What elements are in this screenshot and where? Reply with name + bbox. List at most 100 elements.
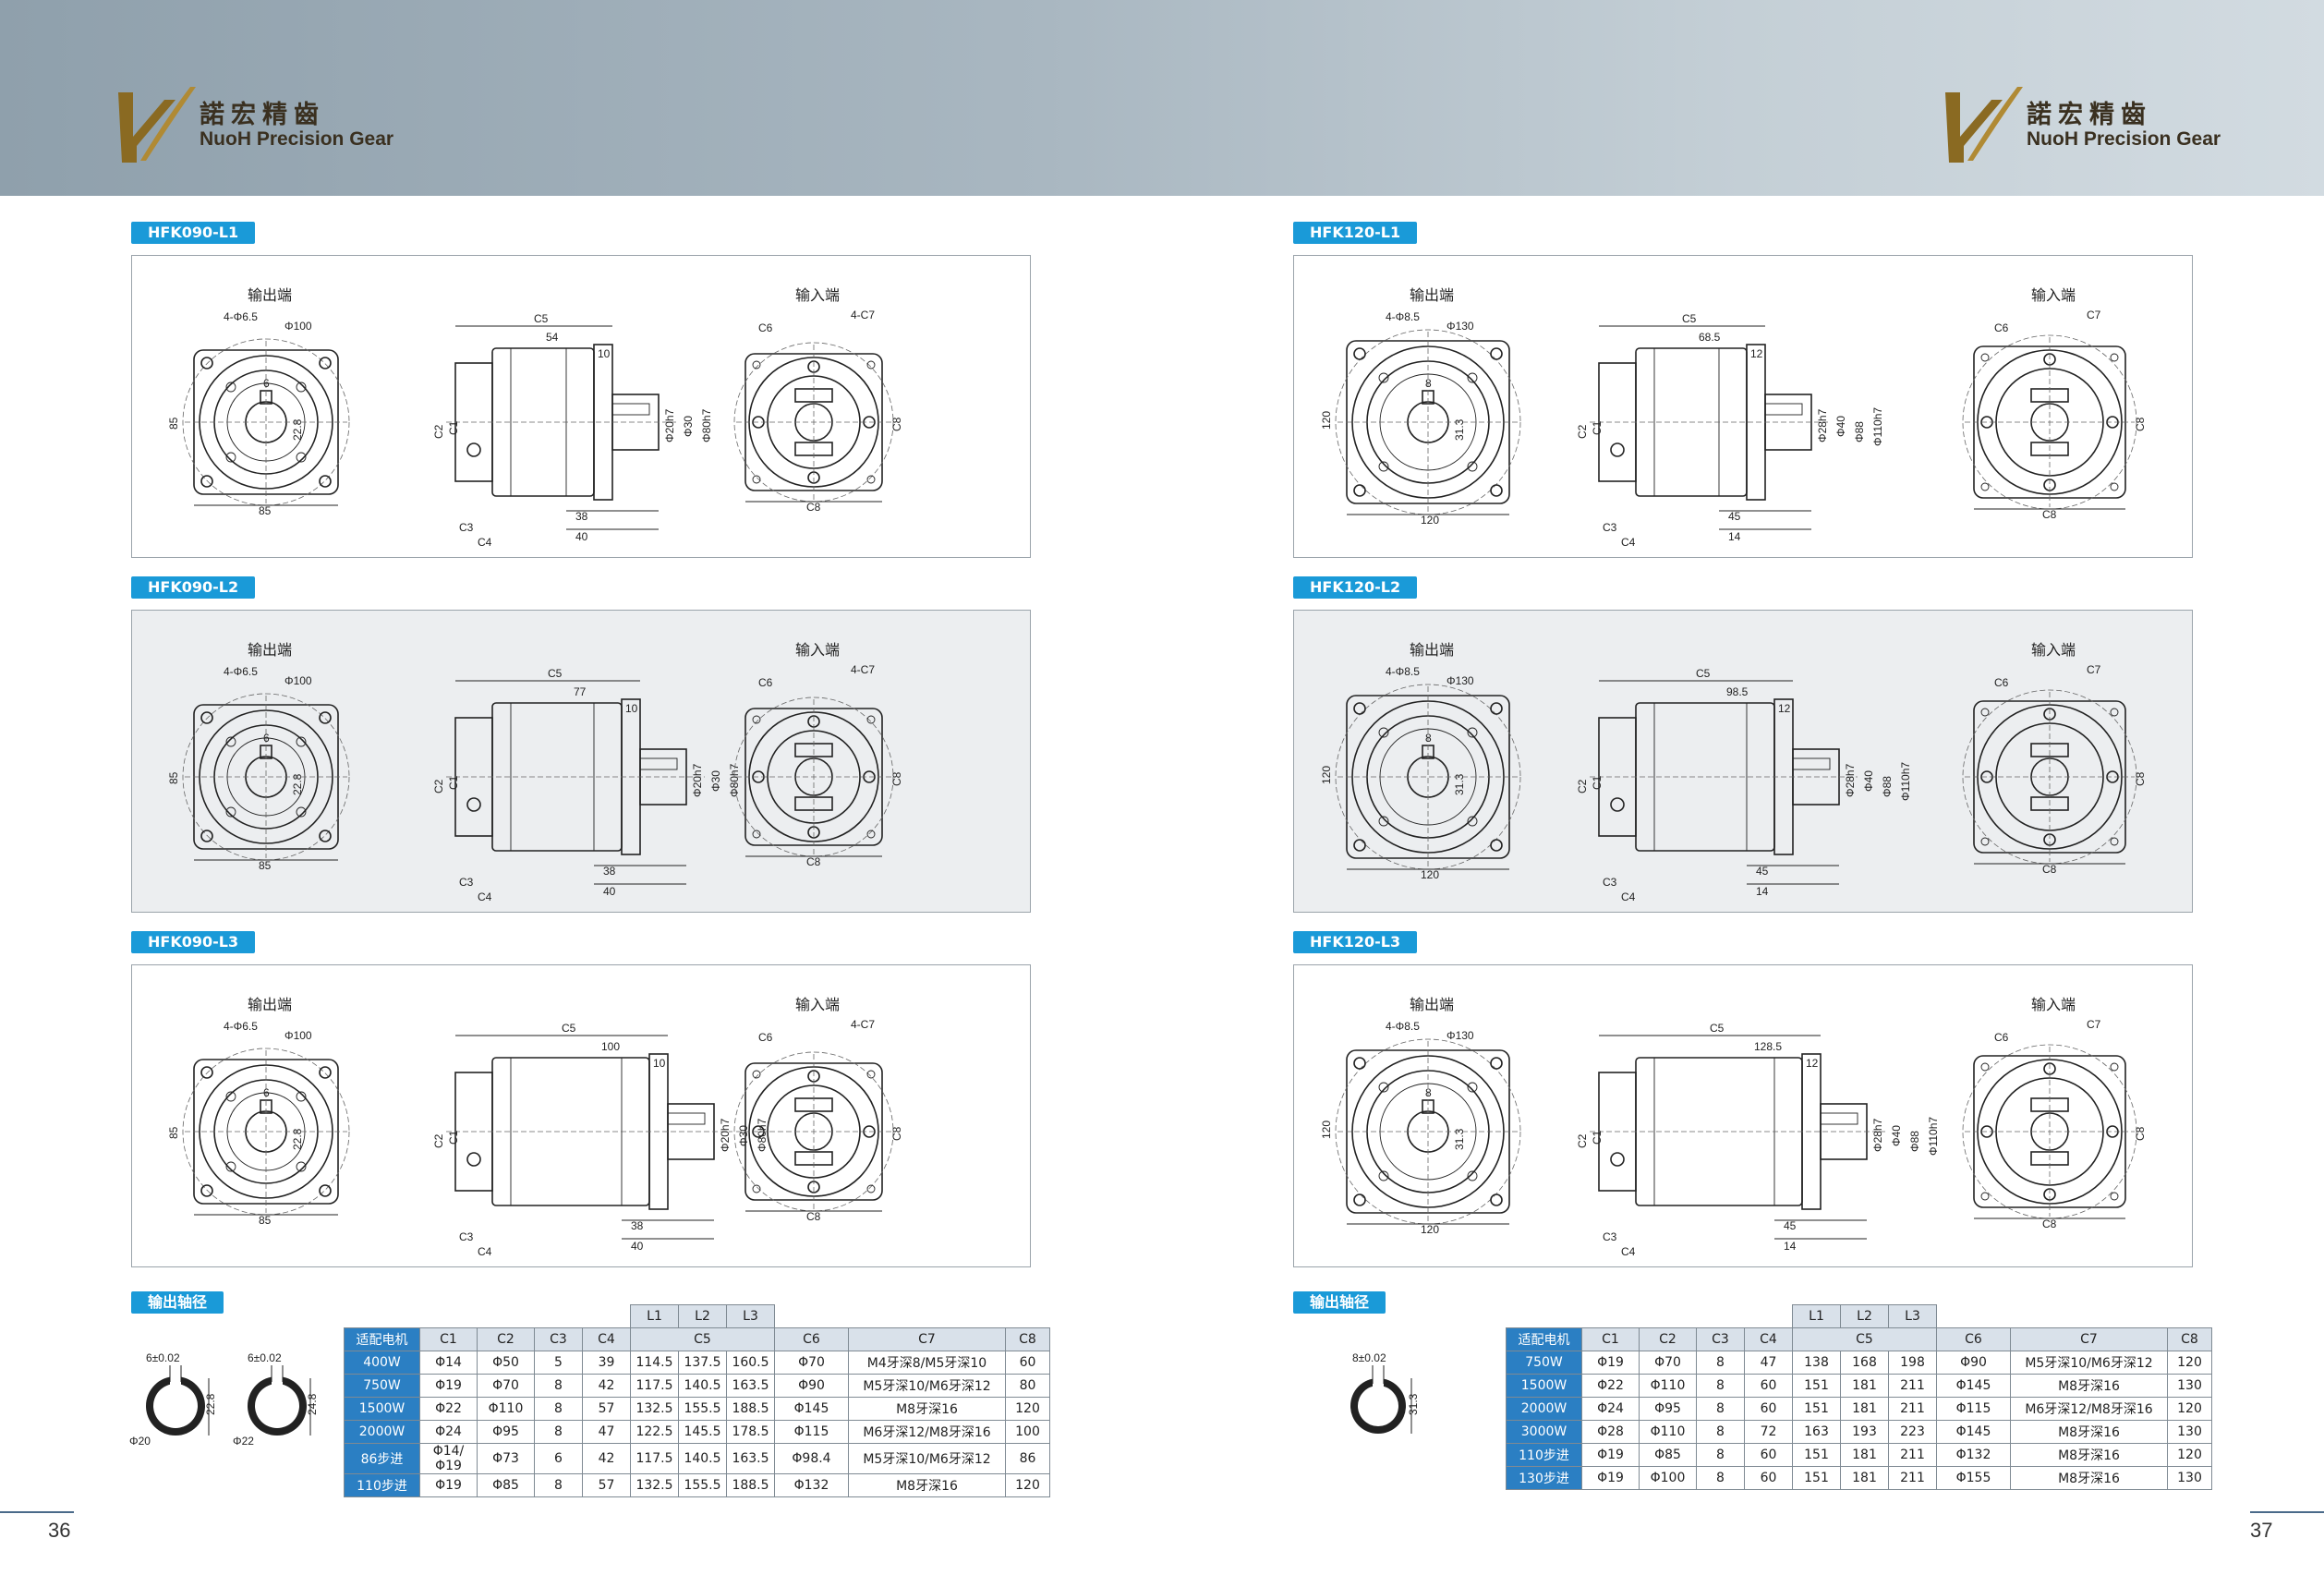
length-b: 10 bbox=[625, 702, 638, 715]
table-cell: 8 bbox=[534, 1397, 583, 1421]
shaft-od: Φ28h7 bbox=[1871, 1118, 1884, 1152]
table-cell: Φ132 bbox=[1936, 1443, 2011, 1467]
table-cell: 120 bbox=[2167, 1351, 2212, 1375]
key-height: 22.8 bbox=[291, 418, 304, 441]
column-header: C7 bbox=[2010, 1327, 2168, 1351]
key-width: 8 bbox=[1425, 1086, 1432, 1099]
table-cell: 151 bbox=[1792, 1397, 1841, 1421]
column-header: C5 bbox=[630, 1327, 775, 1351]
input-end-view bbox=[1962, 689, 2137, 865]
length-d: 40 bbox=[631, 1240, 644, 1253]
square-size-v: 85 bbox=[167, 771, 180, 784]
input-end-view bbox=[1962, 1044, 2137, 1219]
column-header: C4 bbox=[1744, 1327, 1793, 1351]
length-a: 100 bbox=[601, 1040, 620, 1053]
table-cell: Φ73 bbox=[477, 1443, 535, 1474]
brand-name-cn: 諾宏精齒 bbox=[200, 101, 325, 129]
table-cell: Φ110 bbox=[1639, 1374, 1697, 1398]
square-size-v: 85 bbox=[167, 417, 180, 430]
section-tag: HFK120-L3 bbox=[1293, 931, 1418, 953]
c4-label: C4 bbox=[1621, 1245, 1636, 1258]
table-cell: 151 bbox=[1792, 1374, 1841, 1398]
shaft1-h: 22.8 bbox=[204, 1393, 217, 1415]
table-cell: M8牙深16 bbox=[2010, 1466, 2168, 1490]
side-view bbox=[1590, 680, 1858, 885]
output-end-label: 输出端 bbox=[248, 996, 292, 1013]
table-cell: 117.5 bbox=[630, 1443, 679, 1474]
key-height: 31.3 bbox=[1453, 773, 1466, 795]
pilot-od: Φ88 bbox=[1908, 1131, 1921, 1152]
c1-label: C1 bbox=[1591, 420, 1604, 435]
table-cell: Φ28 bbox=[1581, 1420, 1640, 1444]
shaft2-d: Φ22 bbox=[233, 1435, 254, 1448]
output-end-label: 输出端 bbox=[1410, 286, 1454, 304]
table-cell: Φ95 bbox=[1639, 1397, 1697, 1421]
length-c: 45 bbox=[1728, 510, 1741, 523]
c8-label-h: C8 bbox=[2042, 508, 2057, 521]
table-cell: Φ14 bbox=[419, 1351, 478, 1375]
table-cell: 198 bbox=[1888, 1351, 1937, 1375]
table-cell: 86 bbox=[1005, 1443, 1050, 1474]
shaft-section-icon bbox=[248, 1365, 311, 1436]
c6-label: C6 bbox=[1994, 321, 2009, 334]
table-cell: 57 bbox=[582, 1397, 631, 1421]
pcd-spec: Φ100 bbox=[284, 674, 312, 687]
shoulder-od: Φ40 bbox=[1862, 770, 1875, 792]
key-width: 6 bbox=[263, 1086, 270, 1099]
row-header: 110步进 bbox=[344, 1473, 420, 1497]
table-cell: 151 bbox=[1792, 1466, 1841, 1490]
length-c: 38 bbox=[575, 510, 588, 523]
table-cell: Φ110 bbox=[1639, 1420, 1697, 1444]
engineering-drawing: 输出端4-Φ8.5Φ13031.38120120C598.5124514Φ28h… bbox=[1320, 641, 2147, 903]
table-cell: Φ70 bbox=[1639, 1351, 1697, 1375]
key-width: 8 bbox=[1425, 732, 1432, 745]
c8-label-h: C8 bbox=[806, 1210, 821, 1223]
row-header: 110步进 bbox=[1506, 1443, 1582, 1467]
section-tag: HFK090-L3 bbox=[131, 931, 256, 953]
side-view bbox=[1590, 325, 1830, 530]
section-tag: HFK090-L1 bbox=[131, 222, 256, 244]
length-b: 12 bbox=[1778, 702, 1791, 715]
table-cell: 211 bbox=[1888, 1466, 1937, 1490]
engineering-drawing: 输出端4-Φ8.5Φ13031.38120120C568.5124514Φ28h… bbox=[1320, 286, 2147, 549]
pcd-spec: Φ130 bbox=[1446, 320, 1474, 333]
shaft-od: Φ28h7 bbox=[1844, 763, 1857, 797]
c8-label-h: C8 bbox=[806, 855, 821, 868]
c3-label: C3 bbox=[459, 521, 474, 534]
flange-od: Φ110h7 bbox=[1927, 1117, 1940, 1156]
table-cell: 47 bbox=[582, 1420, 631, 1444]
hole-spec: 4-Φ6.5 bbox=[224, 665, 258, 678]
shoulder-od: Φ30 bbox=[737, 1125, 750, 1146]
length-d: 40 bbox=[603, 885, 616, 898]
c5-label: C5 bbox=[548, 667, 563, 680]
logo-mark-icon bbox=[118, 87, 196, 163]
table-cell: 39 bbox=[582, 1351, 631, 1375]
table-cell: M5牙深10/M6牙深12 bbox=[2010, 1351, 2168, 1375]
hole-spec: 4-Φ8.5 bbox=[1386, 310, 1420, 323]
column-header: C8 bbox=[2167, 1327, 2212, 1351]
side-view bbox=[446, 680, 705, 885]
shaft-tag: 输出轴径 bbox=[131, 1291, 224, 1314]
table-cell: 178.5 bbox=[726, 1420, 775, 1444]
row-header: 86步进 bbox=[344, 1443, 420, 1474]
table-cell: Φ100 bbox=[1639, 1466, 1697, 1490]
output-end-view bbox=[1335, 1038, 1521, 1225]
table-cell: Φ70 bbox=[774, 1351, 849, 1375]
table-cell: 163.5 bbox=[726, 1374, 775, 1398]
c3-label: C3 bbox=[459, 876, 474, 889]
table-cell: 132.5 bbox=[630, 1473, 679, 1497]
table-cell: 181 bbox=[1840, 1374, 1889, 1398]
c6-label: C6 bbox=[1994, 676, 2009, 689]
table-cell: 163.5 bbox=[726, 1443, 775, 1474]
c1-label: C1 bbox=[447, 420, 460, 435]
square-size-h: 120 bbox=[1421, 868, 1439, 881]
table-cell: 60 bbox=[1005, 1351, 1050, 1375]
table-cell: 57 bbox=[582, 1473, 631, 1497]
